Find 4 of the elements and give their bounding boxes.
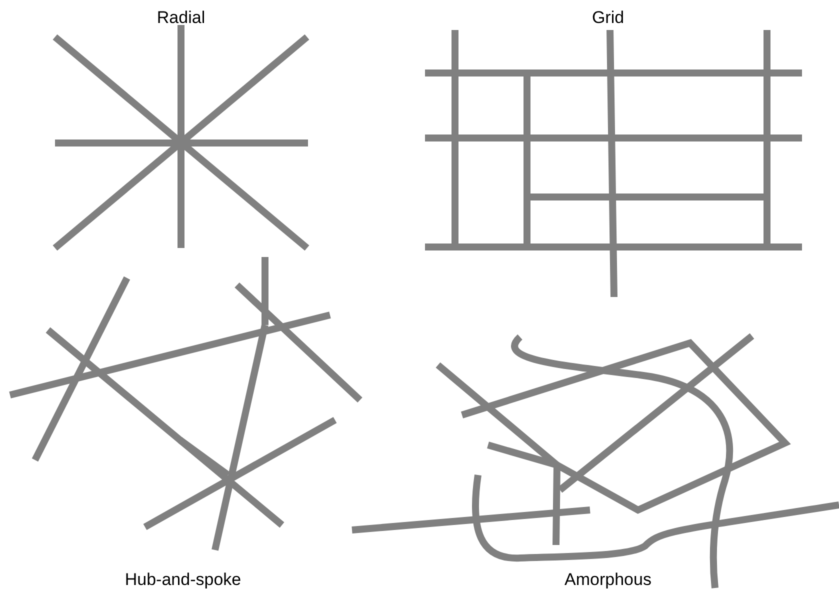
pattern-title: Amorphous — [564, 570, 652, 590]
pattern-title: Hub-and-spoke — [124, 570, 242, 590]
pattern-title: Radial — [156, 8, 206, 28]
pattern-title: Grid — [592, 8, 624, 28]
